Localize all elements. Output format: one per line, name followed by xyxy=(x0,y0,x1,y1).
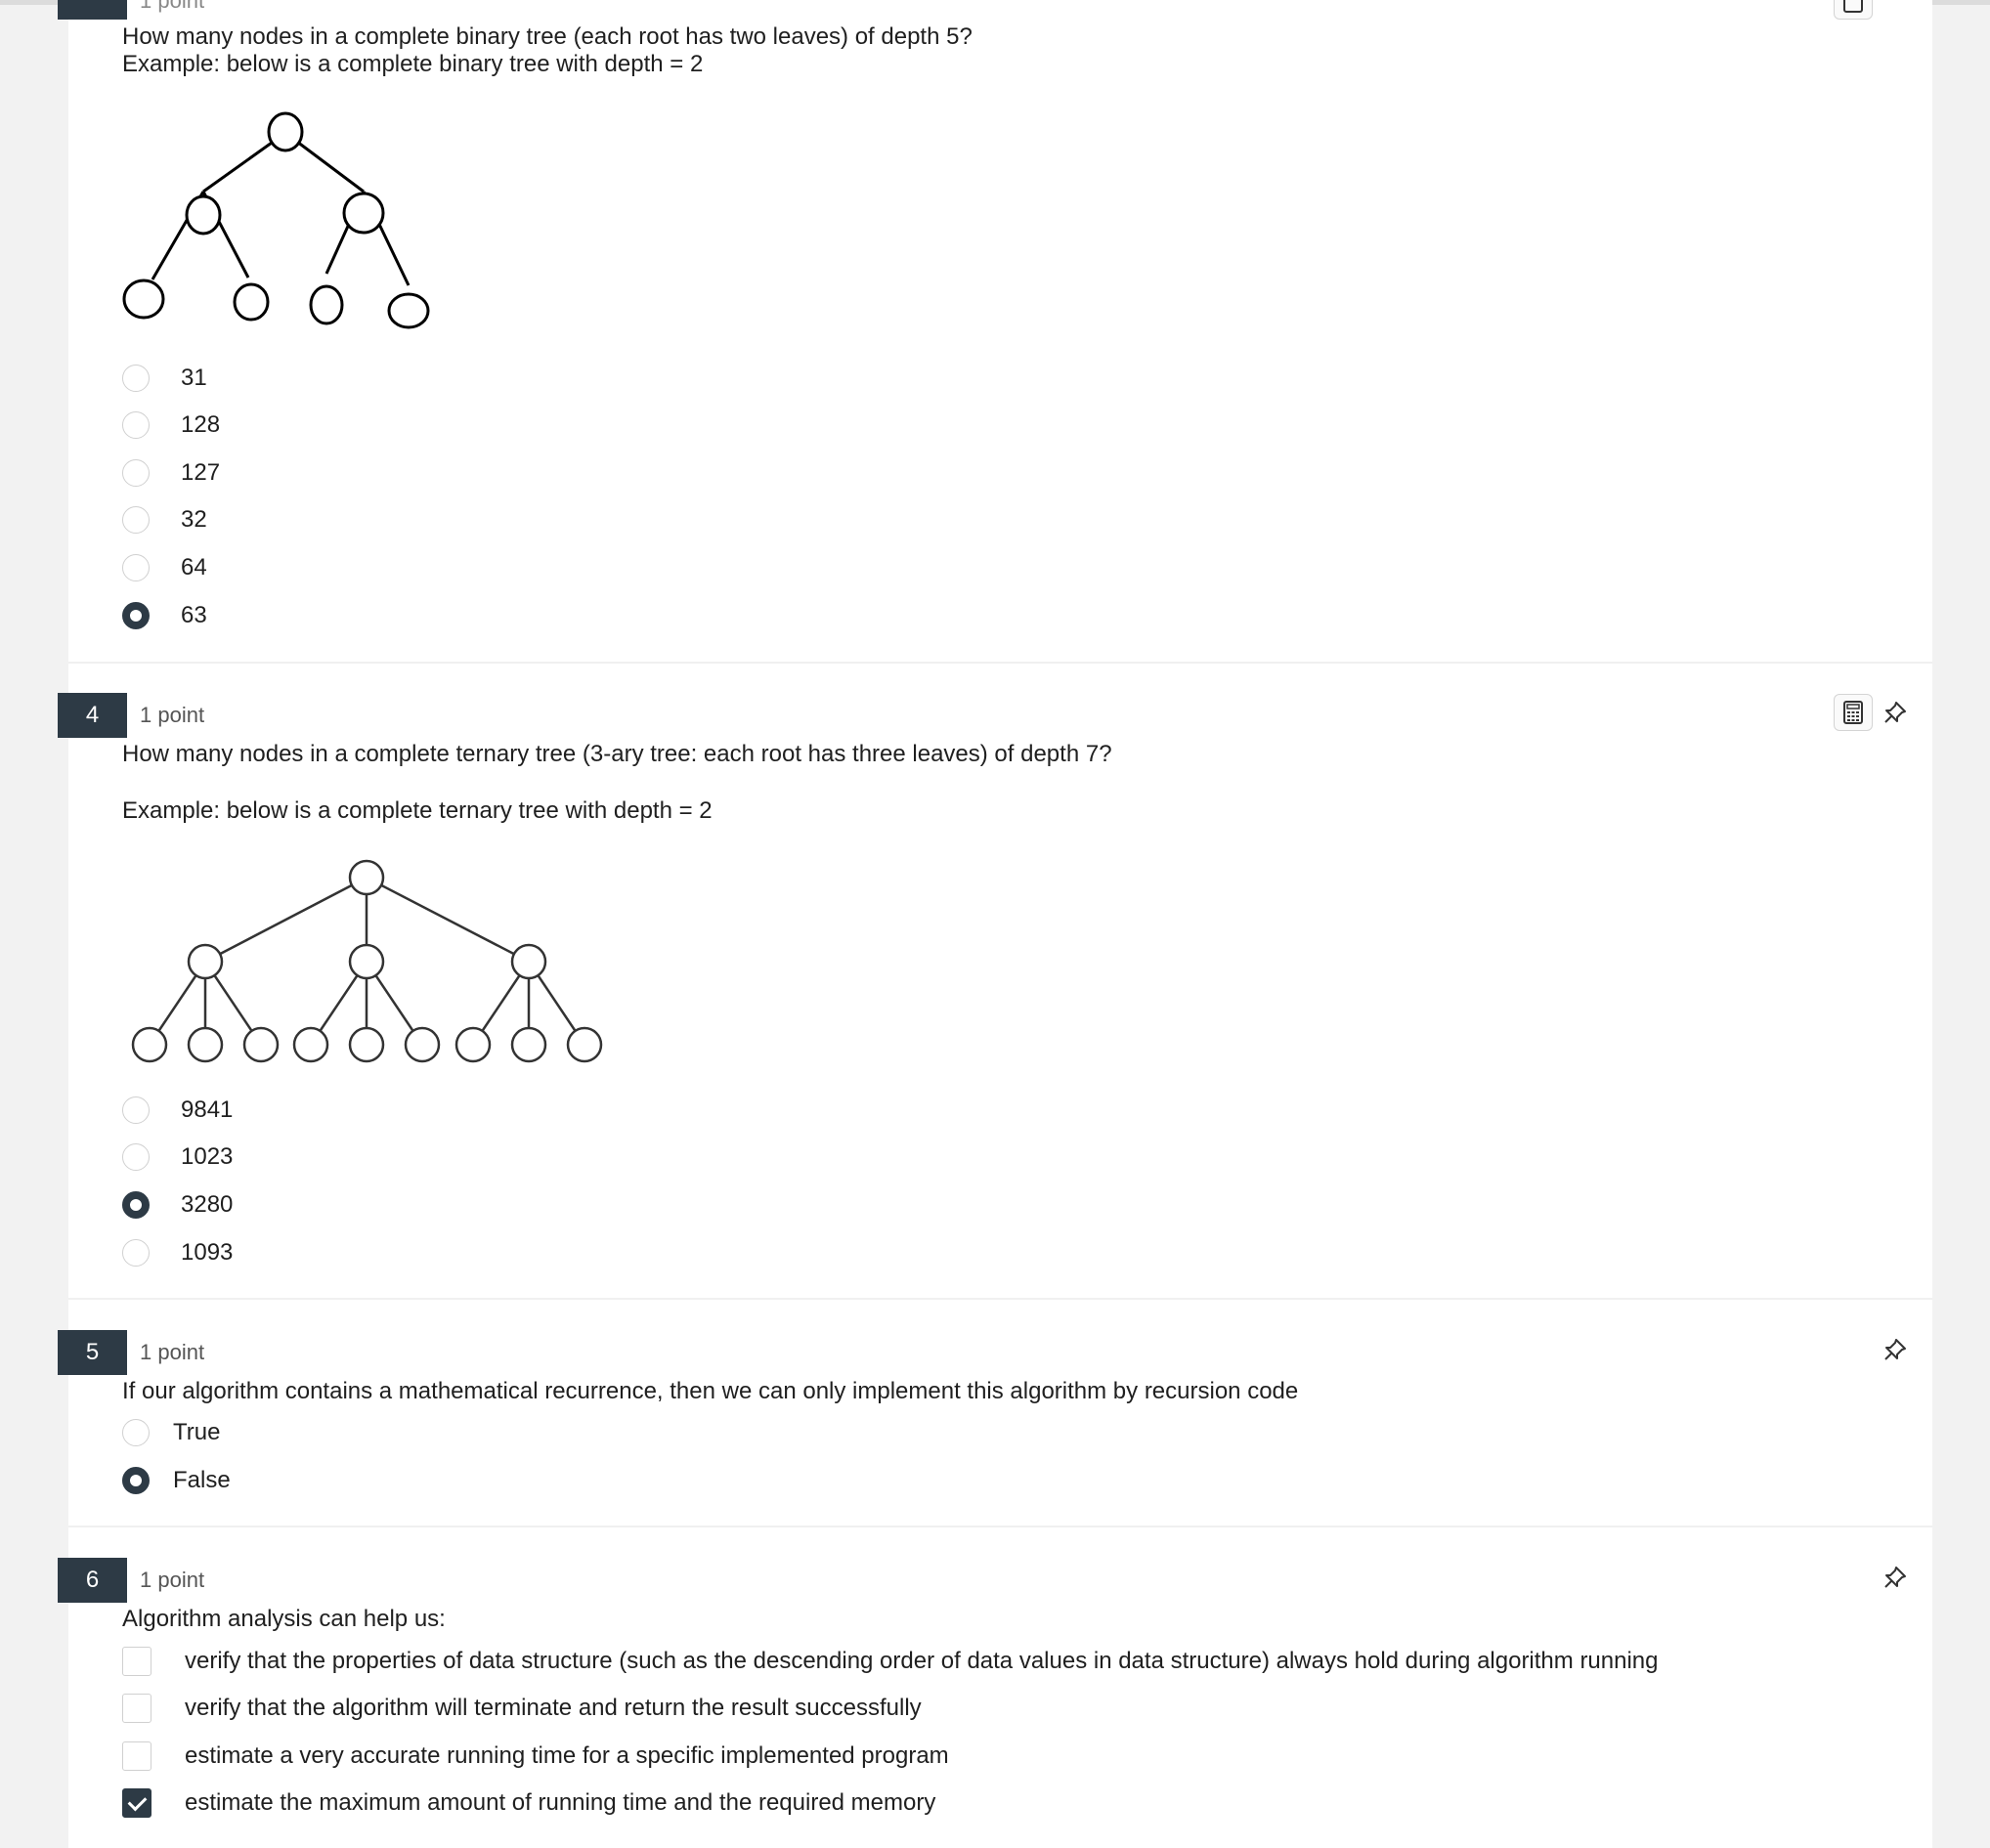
radio-button[interactable] xyxy=(122,1096,150,1124)
radio-button[interactable] xyxy=(122,506,150,534)
checkbox-option-label: verify that the properties of data struc… xyxy=(185,1648,1659,1674)
checkbox-option-label: estimate the maximum amount of running t… xyxy=(185,1789,936,1816)
checkbox-option[interactable]: verify that the algorithm will terminate… xyxy=(122,1692,922,1725)
answer-option[interactable]: 1093 xyxy=(122,1236,233,1269)
question-example-text: Example: below is a complete binary tree… xyxy=(122,51,704,77)
radio-button[interactable] xyxy=(122,1143,150,1171)
radio-button-selected[interactable] xyxy=(122,1467,150,1494)
ternary-tree-diagram xyxy=(131,859,603,1063)
answer-option[interactable]: 32 xyxy=(122,503,207,537)
pin-icon xyxy=(1884,1567,1906,1588)
question-divider xyxy=(68,662,1932,664)
checkbox-option-checked[interactable]: estimate the maximum amount of running t… xyxy=(122,1786,935,1820)
answer-option-label: 31 xyxy=(181,365,207,391)
radio-button[interactable] xyxy=(122,411,150,439)
question-divider xyxy=(68,1526,1932,1527)
answer-option-label: 64 xyxy=(181,554,207,580)
question-text: How many nodes in a complete binary tree… xyxy=(122,23,973,50)
question-points: 1 point xyxy=(140,1340,205,1364)
answer-option-selected[interactable]: 3280 xyxy=(122,1188,233,1222)
answer-option[interactable]: 127 xyxy=(122,456,220,490)
radio-button-selected[interactable] xyxy=(122,1191,150,1219)
answer-option[interactable]: True xyxy=(122,1416,220,1449)
checkbox[interactable] xyxy=(122,1694,151,1723)
answer-option-selected[interactable]: False xyxy=(122,1464,231,1497)
question-number-badge xyxy=(58,0,127,20)
question-number-badge: 6 xyxy=(58,1558,127,1603)
radio-button[interactable] xyxy=(122,1419,150,1446)
question-number-badge: 4 xyxy=(58,693,127,738)
radio-button[interactable] xyxy=(122,459,150,487)
checkbox-option[interactable]: estimate a very accurate running time fo… xyxy=(122,1740,949,1773)
answer-option-label: 128 xyxy=(181,411,221,438)
answer-option-label: False xyxy=(173,1467,231,1493)
pin-button[interactable] xyxy=(1877,1331,1914,1368)
answer-option[interactable]: 31 xyxy=(122,362,207,395)
answer-option-label: 32 xyxy=(181,506,207,533)
answer-option-label: 9841 xyxy=(181,1096,234,1123)
answer-option[interactable]: 1023 xyxy=(122,1140,233,1174)
answer-option[interactable]: 128 xyxy=(122,408,220,442)
calculator-icon xyxy=(1843,0,1863,13)
radio-button[interactable] xyxy=(122,1239,150,1267)
question-divider xyxy=(68,1298,1932,1300)
answer-option-label: True xyxy=(173,1419,221,1445)
answer-option-label: 1093 xyxy=(181,1239,234,1266)
pin-button[interactable] xyxy=(1877,1559,1914,1596)
checkbox-option[interactable]: verify that the properties of data struc… xyxy=(122,1645,1659,1678)
answer-option-label: 63 xyxy=(181,602,207,628)
answer-option-label: 127 xyxy=(181,459,221,486)
checkbox[interactable] xyxy=(122,1647,151,1676)
radio-button[interactable] xyxy=(122,365,150,392)
quiz-card xyxy=(68,0,1932,1848)
answer-option-label: 3280 xyxy=(181,1191,234,1218)
question-text: If our algorithm contains a mathematical… xyxy=(122,1378,1299,1404)
binary-tree-diagram xyxy=(122,111,430,329)
question-number-badge: 5 xyxy=(58,1330,127,1375)
radio-button-selected[interactable] xyxy=(122,602,150,629)
question-text: How many nodes in a complete ternary tre… xyxy=(122,741,1112,767)
pin-button[interactable] xyxy=(1877,694,1914,731)
answer-option-selected[interactable]: 63 xyxy=(122,599,207,632)
pin-icon xyxy=(1884,1339,1906,1360)
checkbox-checked[interactable] xyxy=(122,1788,151,1818)
checkbox[interactable] xyxy=(122,1741,151,1771)
question-points: 1 point xyxy=(140,0,205,13)
pin-icon xyxy=(1884,702,1906,723)
answer-option[interactable]: 64 xyxy=(122,551,207,584)
answer-option-label: 1023 xyxy=(181,1143,234,1170)
answer-option[interactable]: 9841 xyxy=(122,1094,233,1127)
radio-button[interactable] xyxy=(122,554,150,581)
question-points: 1 point xyxy=(140,703,205,727)
question-points: 1 point xyxy=(140,1568,205,1592)
calculator-button[interactable] xyxy=(1834,694,1873,731)
question-text: Algorithm analysis can help us: xyxy=(122,1606,446,1632)
checkbox-option-label: verify that the algorithm will terminate… xyxy=(185,1695,922,1721)
calculator-icon xyxy=(1843,701,1863,724)
question-example-text: Example: below is a complete ternary tre… xyxy=(122,797,713,824)
calculator-button[interactable] xyxy=(1834,0,1873,20)
checkbox-option-label: estimate a very accurate running time fo… xyxy=(185,1742,949,1769)
